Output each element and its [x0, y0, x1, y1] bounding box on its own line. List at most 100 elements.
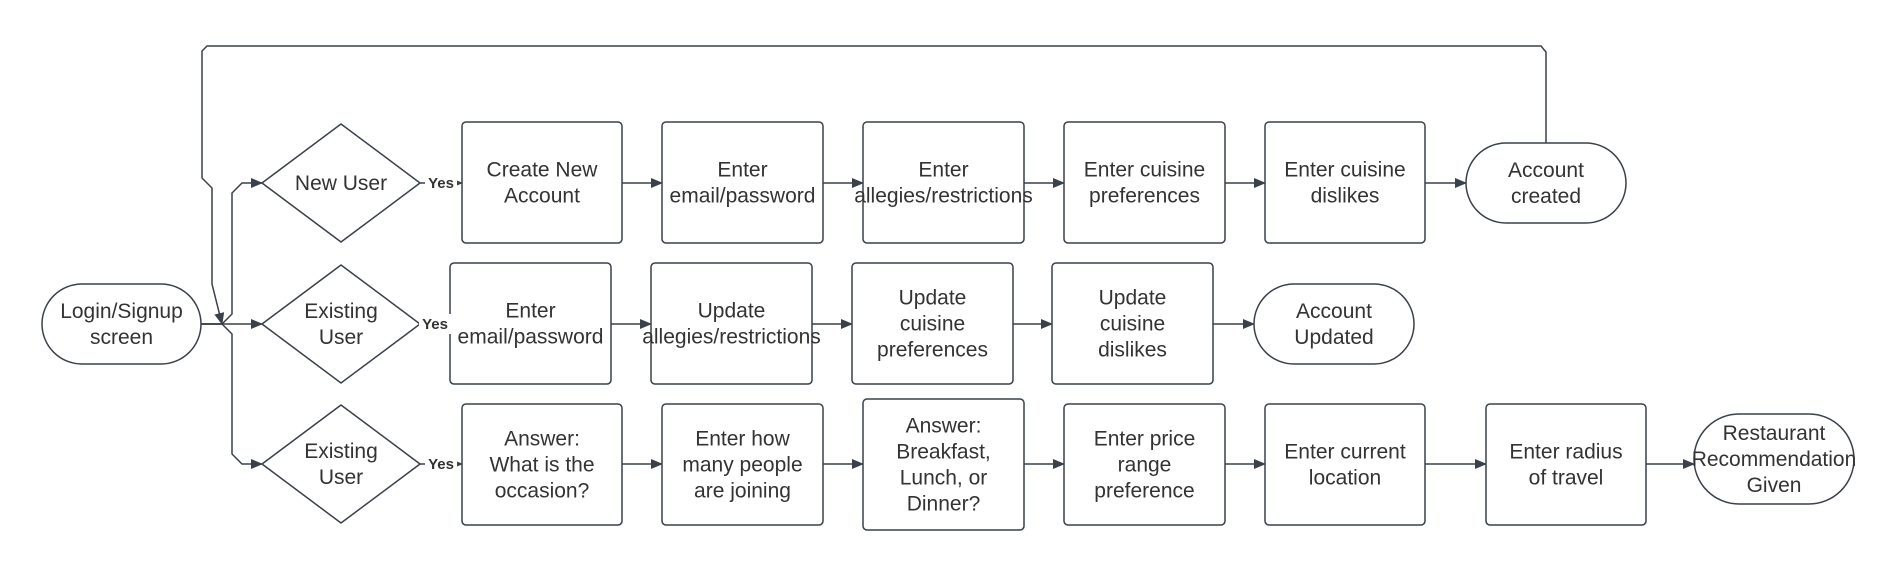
node-label-line: Login/Signup [60, 300, 183, 323]
edge-label-background [425, 454, 457, 474]
process-shape [862, 398, 1025, 531]
edge-label-yes: Yes [422, 316, 448, 333]
edge-label-yes: Yes [428, 456, 454, 473]
node-label-line: Enter radius [1509, 441, 1622, 464]
node-label-line: allegies/restrictions [854, 185, 1033, 208]
process-shape [851, 262, 1014, 385]
node-label-line: Recommendation [1692, 448, 1857, 471]
node-answer-meal: Answer: Breakfast, Lunch, or Dinner? [862, 398, 1025, 531]
node-label-line: Enter [717, 159, 767, 182]
process-shape [449, 262, 612, 385]
node-label-line: of travel [1529, 467, 1604, 490]
node-label-line: dislikes [1311, 185, 1380, 208]
node-label-line: Enter cuisine [1084, 159, 1205, 182]
node-enter-radius: Enter radius of travel [1485, 403, 1647, 526]
node-enter-email-existing: Enter email/password [449, 262, 612, 385]
process-shape [650, 262, 813, 385]
node-label-line: Breakfast, [896, 441, 991, 464]
node-enter-price: Enter price range preference [1063, 403, 1226, 526]
edge-login-to-d_existing2 [201, 323, 263, 469]
edge-label-yes: Yes [428, 175, 454, 192]
process-shape [1063, 403, 1226, 526]
process-shape [461, 403, 623, 526]
node-label-line: Updated [1294, 326, 1373, 349]
decision-shape [261, 123, 421, 243]
node-label-line: created [1511, 185, 1581, 208]
node-label-line: email/password [670, 185, 816, 208]
node-label-line: preferences [877, 339, 988, 362]
node-label-line: Existing [304, 440, 378, 463]
node-label-line: screen [90, 326, 153, 349]
node-label-line: cuisine [900, 313, 965, 336]
node-label-line: range [1118, 454, 1172, 477]
node-label-line: Enter current [1284, 441, 1406, 464]
node-label-line: cuisine [1100, 313, 1165, 336]
node-label-line: User [319, 326, 363, 349]
node-label-line: Update [1099, 287, 1167, 310]
node-label-line: Given [1747, 474, 1802, 497]
node-label-line: Answer: [906, 415, 982, 438]
node-label-line: Dinner? [907, 493, 981, 516]
process-shape [1051, 262, 1214, 385]
node-label-line: Answer: [504, 428, 580, 451]
node-label-line: email/password [458, 326, 604, 349]
node-label-line: New User [295, 172, 387, 195]
node-enter-location: Enter current location [1264, 403, 1426, 526]
node-label-line: Enter price [1094, 428, 1196, 451]
node-label-line: Create New [487, 159, 599, 182]
node-label-line: Enter [505, 300, 555, 323]
node-label-line: location [1309, 467, 1381, 490]
terminal-shape [1465, 142, 1627, 224]
terminal-shape [1693, 413, 1855, 505]
node-label-line: allegies/restrictions [642, 326, 821, 349]
edge-label-background [419, 314, 451, 334]
node-update-allergies: Update allegies/restrictions [642, 262, 821, 385]
node-label-line: Account [1508, 159, 1584, 182]
node-label-line: User [319, 466, 363, 489]
process-shape [461, 121, 623, 244]
node-enter-people: Enter how many people are joining [661, 403, 824, 526]
node-label-line: preferences [1089, 185, 1200, 208]
edges [201, 45, 1695, 469]
node-login: Login/Signup screen [41, 283, 202, 365]
node-account-created: Account created [1465, 142, 1627, 224]
process-shape [1264, 121, 1426, 244]
node-label-line: Account [504, 185, 580, 208]
node-d-new: New User [261, 123, 421, 243]
node-label-line: are joining [694, 480, 791, 503]
process-shape [661, 121, 824, 244]
process-shape [1485, 403, 1647, 526]
edge-label-background [425, 173, 457, 193]
node-label-line: Enter how [695, 428, 790, 451]
node-label-line: dislikes [1098, 339, 1167, 362]
edge-login-to-d_new [201, 178, 263, 325]
node-enter-email-new: Enter email/password [661, 121, 824, 244]
terminal-shape [1253, 283, 1415, 365]
node-enter-cuisine-prefs: Enter cuisine preferences [1063, 121, 1226, 244]
node-update-cuisine-prefs: Update cuisine preferences [851, 262, 1014, 385]
node-label-line: Update [899, 287, 967, 310]
edge-account_created-to-login [201, 45, 1547, 325]
node-label-line: many people [682, 454, 802, 477]
node-label-line: Existing [304, 300, 378, 323]
terminal-shape [41, 283, 202, 365]
process-shape [661, 403, 824, 526]
node-label-line: preference [1094, 480, 1194, 503]
node-label-line: Update [698, 300, 766, 323]
process-shape [862, 121, 1025, 244]
node-label-line: occasion? [495, 480, 590, 503]
node-label-line: Account [1296, 300, 1372, 323]
process-shape [1063, 121, 1226, 244]
node-label-line: Restaurant [1723, 422, 1826, 445]
node-label-line: Lunch, or [900, 467, 988, 490]
